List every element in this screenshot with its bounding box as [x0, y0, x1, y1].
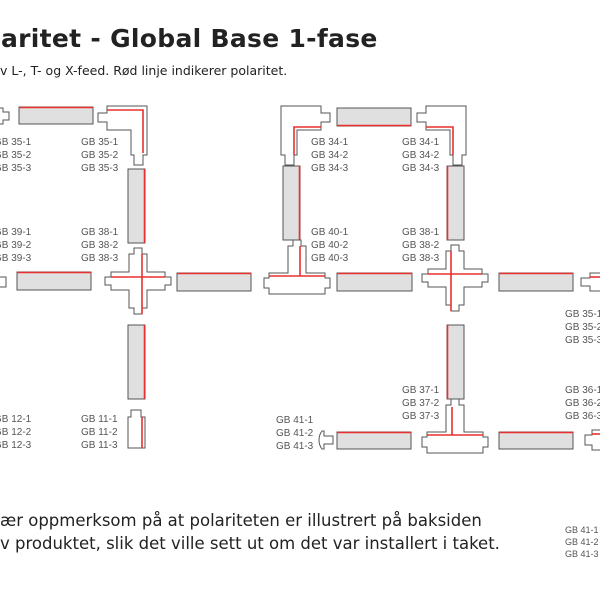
rail-vertical-middle-right [446, 165, 465, 241]
end-feed-gb11 [127, 409, 146, 449]
end-cap-gb41 [318, 430, 334, 450]
partial-connector-bottom-right [584, 429, 600, 451]
label-gb12: GB 12-1GB 12-2GB 12-3 [0, 414, 32, 451]
partial-connector-top-left [0, 107, 10, 125]
rail-vertical-middle-left [282, 165, 301, 241]
t-feed-gb37 [421, 398, 489, 454]
label-gb35-left: GB 35-1GB 35-2GB 35-3 [0, 137, 32, 174]
rail-mid-left [176, 272, 252, 292]
partial-connector-mid-left [0, 276, 7, 288]
x-feed-right [421, 244, 489, 312]
l-feed-gb34-right [416, 105, 467, 166]
page-subtitle: v L-, T- og X-feed. Rød linje indikerer … [0, 63, 288, 78]
l-feed-gb35 [97, 105, 148, 166]
rail-vertical-left-lower [127, 324, 146, 400]
rail-bottom-right [498, 431, 574, 450]
rail-vertical-left-upper [127, 168, 146, 244]
label-gb39: GB 39-1GB 39-2GB 39-3 [0, 227, 32, 264]
rail-bottom-middle [336, 431, 412, 450]
note-line-1: ær oppmerksom på at polariteten er illus… [0, 511, 482, 530]
rail-mid-far-left [16, 271, 92, 291]
rail-top-left [18, 106, 94, 125]
rail-vertical-right-lower [446, 324, 465, 400]
note-line-2: v produktet, slik det ville sett ut om d… [0, 534, 500, 553]
rail-mid-right [498, 272, 574, 292]
rail-mid-center [336, 272, 413, 292]
t-feed-gb40 [263, 239, 331, 295]
page-title: aritet - Global Base 1-fase [1, 24, 378, 53]
x-feed-left [104, 247, 172, 315]
l-feed-gb34-left [280, 105, 331, 166]
partial-connector-mid-right [580, 272, 600, 292]
rail-top-middle [336, 107, 412, 127]
